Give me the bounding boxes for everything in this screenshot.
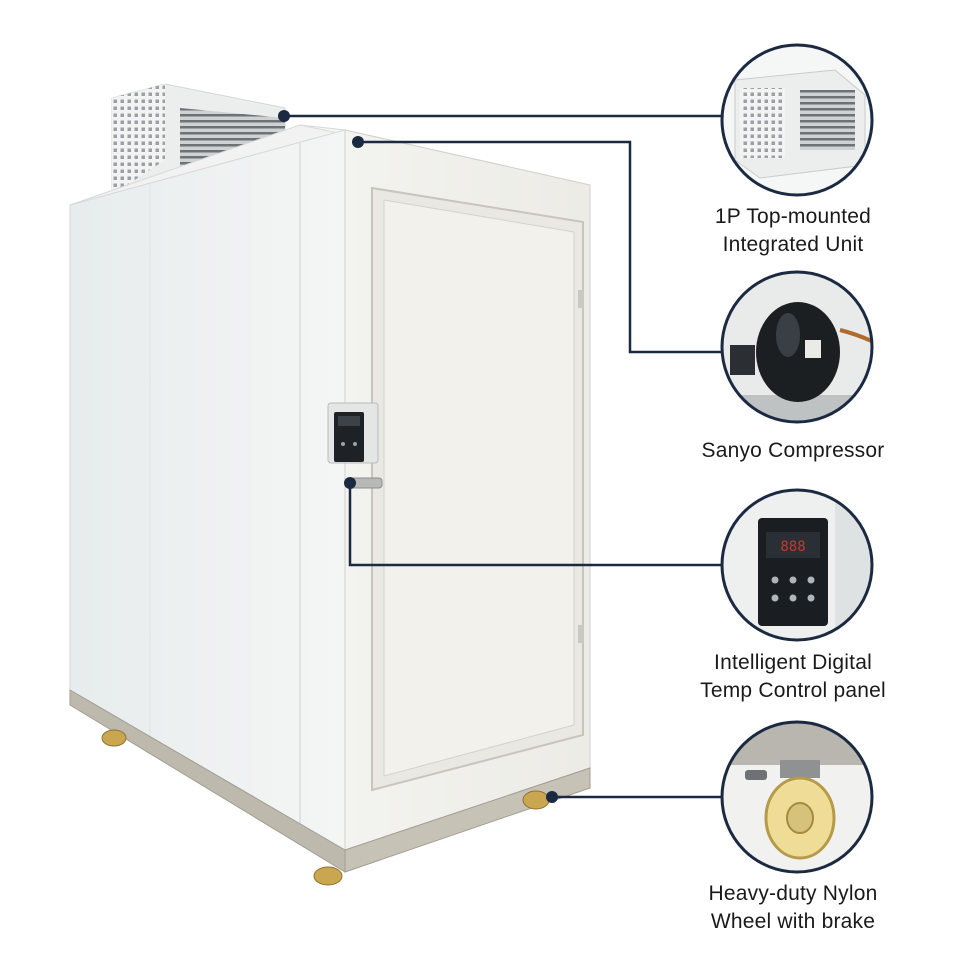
caster-wheel <box>101 729 127 747</box>
caster-wheel <box>313 866 343 886</box>
vent-grille <box>112 84 165 195</box>
callout-line <box>358 140 722 354</box>
feature-caption-line2: Wheel with brake <box>710 910 876 933</box>
feature-caption-line1: Heavy-duty Nylon <box>708 882 878 905</box>
feature-caption: 1P Top-mounted Integrated Unit <box>643 203 943 259</box>
door-hinge <box>578 290 584 308</box>
feature-caption-line2: Integrated Unit <box>722 233 864 256</box>
callout-dot <box>278 110 290 122</box>
svg-text:888: 888 <box>780 539 805 555</box>
feature-caption-line1: Intelligent Digital <box>714 651 872 674</box>
feature-caption: Sanyo Compressor <box>643 437 943 465</box>
temperature-controller-icon: 888 <box>720 488 874 642</box>
callout-dot <box>344 477 356 489</box>
caster-wheel <box>522 790 550 810</box>
compressor-icon <box>720 270 874 424</box>
callout-dot <box>546 791 558 803</box>
callout-dot <box>352 136 364 148</box>
cabinet-door <box>371 186 584 792</box>
condensing-unit-icon <box>720 43 874 197</box>
feature-caption-line1: 1P Top-mounted <box>714 205 872 228</box>
callout-line <box>348 483 722 567</box>
door-hinge <box>578 625 584 643</box>
feature-caption-line2: Temp Control panel <box>700 679 886 702</box>
control-box <box>327 402 383 489</box>
feature-caption-line1: Sanyo Compressor <box>701 439 885 462</box>
callout-lines <box>284 114 722 799</box>
callout-dots <box>278 110 558 803</box>
feature-caption: Heavy-duty Nylon Wheel with brake <box>643 880 943 936</box>
caster-wheel-icon <box>720 720 874 874</box>
feature-caption: Intelligent Digital Temp Control panel <box>643 649 943 705</box>
cold-room-cabinet <box>69 83 591 886</box>
